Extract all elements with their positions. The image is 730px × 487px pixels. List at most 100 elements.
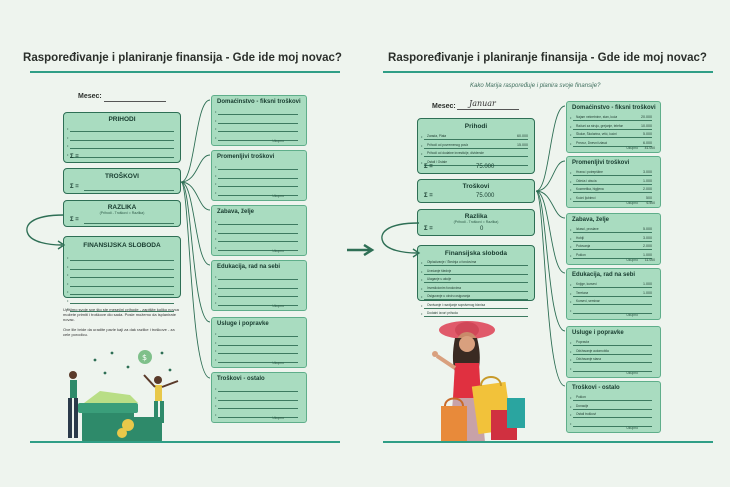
category-box-filled: Troškovi - ostalo•Pokloni•Donacije•Ostal… xyxy=(566,381,661,433)
category-line[interactable]: • xyxy=(215,274,298,280)
bullet: • xyxy=(215,348,217,353)
freedom-line[interactable]: • xyxy=(67,264,174,270)
freedom-line-filled[interactable]: •Dodatni izvori prihoda xyxy=(421,311,528,317)
difference-box: RAZLIKA (Prihodi - Troškovi = Razlika) Σ… xyxy=(63,200,181,227)
difference-subtitle-filled: (Prihodi - Troškovi = Razlika) xyxy=(453,220,499,224)
category-line[interactable]: •Pokloni xyxy=(570,395,652,401)
category-line[interactable]: •Održavanje automobila xyxy=(570,349,652,355)
bullet: • xyxy=(570,365,572,371)
difference-sum-field[interactable] xyxy=(84,223,174,224)
category-line[interactable]: • xyxy=(215,236,298,242)
line-text: Najam nekretnine, stan, kuća xyxy=(576,115,618,119)
category-line[interactable]: • xyxy=(215,348,298,354)
category-line[interactable]: • xyxy=(215,300,298,306)
line-text: Prihodi od dodatne investicije, dividend… xyxy=(427,151,484,155)
category-line[interactable]: • xyxy=(215,412,298,418)
line-text: Školar, Školarina, vrtić, kućni xyxy=(576,132,617,136)
freedom-line-filled[interactable]: •Investicionim fondovima xyxy=(421,286,528,292)
line-text: Prihodi od povremenog posla xyxy=(427,142,469,147)
total-value: 11.000 xyxy=(644,258,655,262)
freedom-line-filled[interactable]: •Otplaćivanje / Štednja u fondovima xyxy=(421,260,528,266)
category-line[interactable]: • xyxy=(215,219,298,225)
category-line[interactable]: • xyxy=(215,357,298,363)
bullet: • xyxy=(570,132,572,137)
line-text: Osiguranje u okviru osiguranja xyxy=(427,294,471,298)
bullet: • xyxy=(570,123,572,129)
income-line[interactable]: • xyxy=(67,152,174,158)
freedom-line[interactable]: • xyxy=(67,289,174,295)
freedom-line-filled[interactable]: •Osnivanje i razvijanje sopstvenog bizni… xyxy=(421,302,528,309)
freedom-line[interactable]: • xyxy=(67,255,174,261)
month-line[interactable] xyxy=(104,93,166,102)
line-value: 5.000 xyxy=(643,132,652,136)
income-line[interactable]: • xyxy=(67,126,174,132)
category-line[interactable]: •Popravke xyxy=(570,340,652,346)
income-line[interactable]: • xyxy=(67,143,174,149)
freedom-line-filled[interactable]: •Uvećanje štednje xyxy=(421,269,528,275)
category-line[interactable]: • xyxy=(570,421,652,427)
category-line[interactable]: • Školar, Školarina, vrtić, kućni 5.000 xyxy=(570,132,652,138)
category-line[interactable]: •Donacije xyxy=(570,404,652,410)
category-line[interactable]: • xyxy=(215,245,298,251)
category-line[interactable]: • xyxy=(215,164,298,170)
category-line[interactable]: • xyxy=(570,308,652,314)
category-line[interactable]: •Ostali troškovi xyxy=(570,412,652,418)
bullet: • xyxy=(215,181,217,186)
financial-freedom-box-filled: Finansijska sloboda •Otplaćivanje / Šted… xyxy=(417,245,535,317)
income-line[interactable]: • xyxy=(67,135,174,141)
expenses-box: TROŠKOVI Σ = xyxy=(63,168,181,194)
category-line[interactable]: •Održavanje stana xyxy=(570,357,652,363)
line-value: 5.000 xyxy=(643,227,652,231)
category-line[interactable]: • xyxy=(215,228,298,234)
income-title-filled: Prihodi xyxy=(464,123,488,130)
bullet: • xyxy=(215,291,217,296)
category-line[interactable]: • xyxy=(570,365,652,372)
category-line[interactable]: • xyxy=(215,283,298,289)
category-line[interactable]: • xyxy=(215,135,298,141)
expenses-sum-field[interactable] xyxy=(84,190,174,191)
bullet: • xyxy=(421,134,423,139)
line-text: Pokloni xyxy=(576,395,587,399)
freedom-line[interactable]: • xyxy=(67,306,174,312)
category-line[interactable]: • xyxy=(215,331,298,337)
category-line[interactable]: •Kursevi, seminari xyxy=(570,299,652,305)
category-line[interactable]: • xyxy=(215,190,298,196)
category-line[interactable]: • xyxy=(215,181,298,187)
month-value[interactable]: Januar xyxy=(469,99,496,108)
total-label: Ukupno xyxy=(272,249,284,253)
category-line[interactable]: • xyxy=(215,403,298,409)
category-line[interactable]: • xyxy=(215,173,298,179)
category-line[interactable]: • xyxy=(215,395,298,401)
freedom-line[interactable]: • xyxy=(67,298,174,304)
bullet: • xyxy=(421,302,423,308)
income-line-filled[interactable]: •Ostali / Ostale xyxy=(421,160,528,166)
income-line-filled[interactable]: •Prihodi od dodatne investicije, dividen… xyxy=(421,151,528,157)
category-title: Usluge i popravke xyxy=(572,330,624,336)
category-line[interactable]: • xyxy=(215,291,298,297)
freedom-line-filled[interactable]: •Ulaganje u akcije xyxy=(421,277,528,283)
freedom-line[interactable]: • xyxy=(67,272,174,278)
freedom-line[interactable]: • xyxy=(67,281,174,287)
difference-to-freedom-arrow-filled xyxy=(381,222,421,258)
category-line[interactable]: • xyxy=(215,386,298,392)
freedom-line-filled[interactable]: •Osiguranje u okviru osiguranja xyxy=(421,294,528,300)
category-line[interactable]: • xyxy=(215,118,298,124)
category-line[interactable]: • xyxy=(215,109,298,115)
category-line[interactable]: • xyxy=(215,340,298,346)
category-line[interactable]: • xyxy=(215,126,298,132)
